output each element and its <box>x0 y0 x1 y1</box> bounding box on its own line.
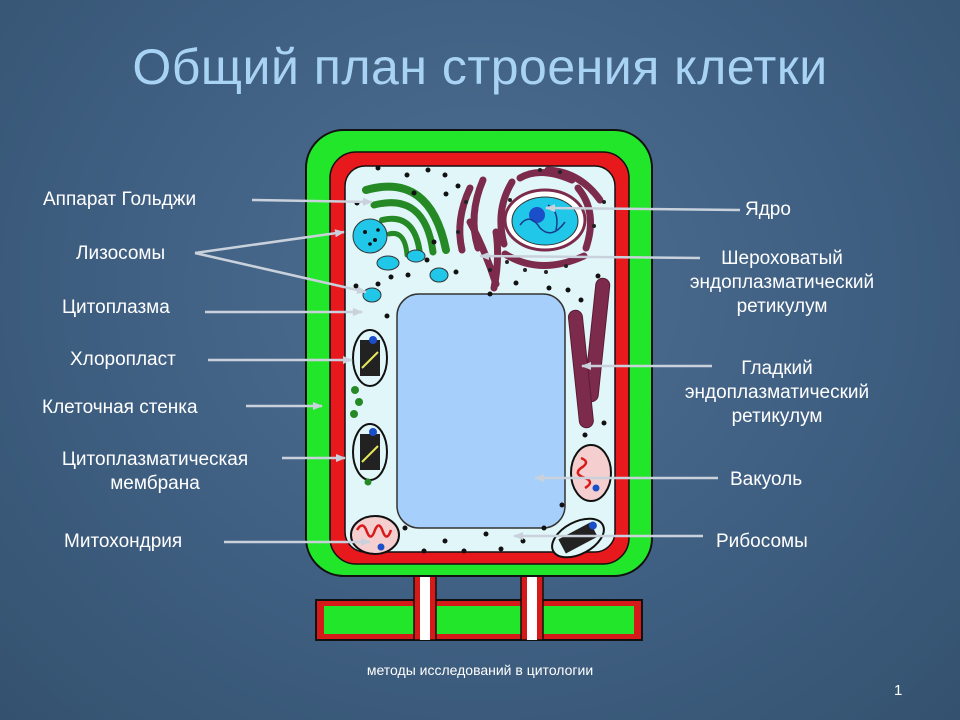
label-vacuole: Вакуоль <box>730 469 803 490</box>
footer-text: методы исследований в цитологии <box>366 662 594 678</box>
label-lysosomes: Лизосомы <box>76 243 166 264</box>
slide-title: Общий план строения клетки <box>132 39 828 95</box>
nucleus <box>503 188 587 252</box>
label-membrane-line2: мембрана <box>110 473 200 494</box>
label-golgi: Аппарат Гольджи <box>43 189 197 210</box>
cytoplasm-granules <box>350 386 372 486</box>
label-nucleus: Ядро <box>745 199 791 220</box>
label-rough-er-line1: Шероховатый <box>721 248 843 269</box>
label-membrane-line1: Цитоплазматическая <box>61 449 249 470</box>
label-mitochondrion: Митохондрия <box>64 531 183 552</box>
label-membrane: Цитоплазматическая мембрана <box>38 448 272 496</box>
label-cytoplasm: Цитоплазма <box>62 297 170 318</box>
label-cell-wall: Клеточная стенка <box>42 397 198 418</box>
label-rough-er: Шероховатый эндоплазматический ретикулум <box>658 247 906 319</box>
label-chloroplast: Хлоропласт <box>70 349 176 370</box>
label-rough-er-line2: эндоплазматический <box>689 272 875 293</box>
cell-base <box>315 559 643 641</box>
lysosomes <box>352 218 449 303</box>
label-smooth-er-line3: ретикулум <box>731 406 823 427</box>
golgi-apparatus <box>362 182 450 258</box>
label-smooth-er-line2: эндоплазматический <box>684 382 870 403</box>
rough-er <box>456 166 604 292</box>
label-ribosomes: Рибосомы <box>716 531 808 552</box>
slide-number: 1 <box>894 682 903 699</box>
vacuole <box>396 293 566 529</box>
chloroplasts <box>352 329 605 559</box>
callout-lines <box>194 197 741 546</box>
label-smooth-er-line1: Гладкий <box>741 358 813 379</box>
label-smooth-er: Гладкий эндоплазматический ретикулум <box>652 357 902 429</box>
label-rough-er-line3: ретикулум <box>736 296 828 317</box>
